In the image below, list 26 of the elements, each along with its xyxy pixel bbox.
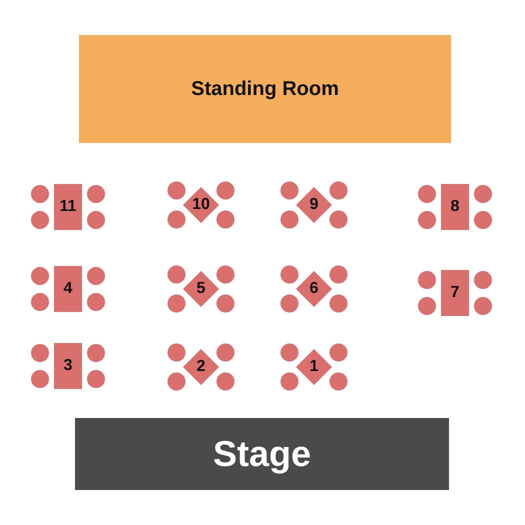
table: [54, 184, 82, 230]
table-number: 11: [60, 198, 76, 216]
area-label: Standing Room: [191, 78, 339, 100]
table-number: 2: [196, 358, 206, 376]
table-number: 5: [196, 280, 206, 298]
table-number: 7: [450, 284, 460, 302]
table: [296, 349, 332, 385]
table: [441, 270, 469, 316]
table-number: 3: [64, 357, 72, 375]
table: [183, 187, 219, 223]
table-number: 4: [64, 280, 72, 298]
table: [183, 349, 219, 385]
area-label: Stage: [212, 433, 312, 475]
table: [54, 266, 82, 312]
table-number: 1: [310, 358, 318, 376]
table: [296, 271, 332, 307]
table: [183, 271, 219, 307]
standing-area: [79, 35, 451, 143]
table-number: 10: [192, 196, 210, 214]
table: [296, 187, 332, 223]
table: [441, 184, 469, 230]
table-number: 8: [450, 198, 460, 216]
table: [54, 343, 82, 389]
table-number: 9: [310, 196, 318, 214]
table-number: 6: [310, 280, 318, 298]
stage: [75, 418, 449, 490]
